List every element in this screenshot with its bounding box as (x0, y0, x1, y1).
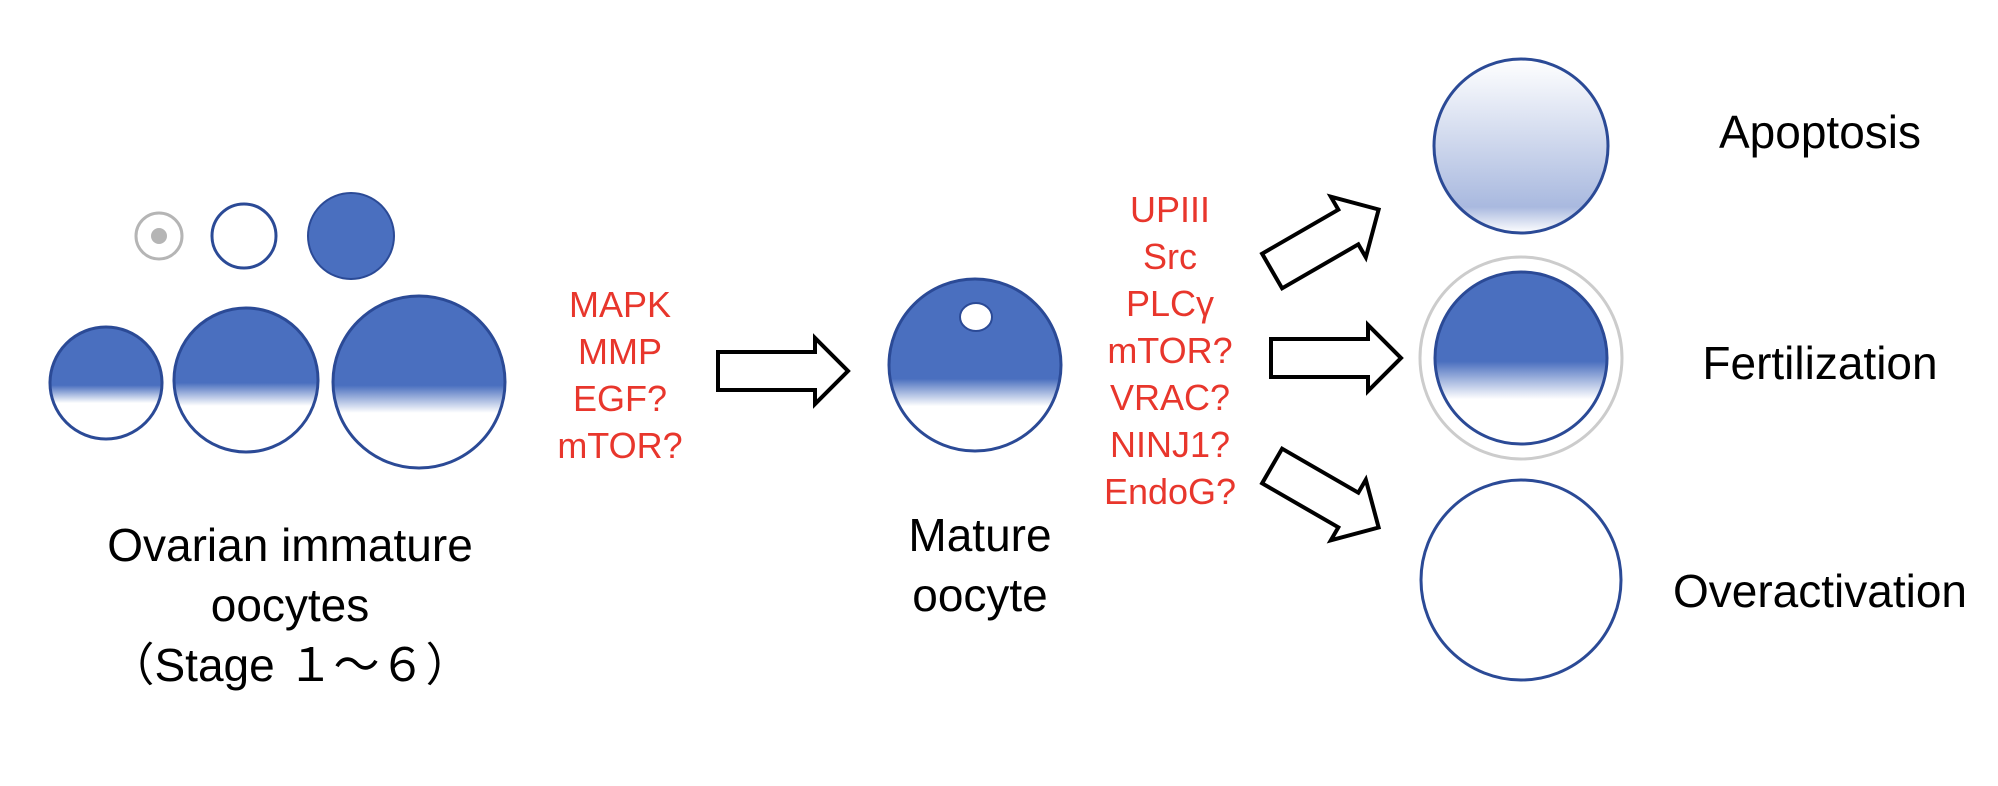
stage-5-oocyte (172, 306, 320, 454)
germinal-vesicle-spot (959, 302, 993, 332)
maturation-factor: MMP (578, 331, 662, 372)
activation-factor: VRAC? (1109, 377, 1231, 418)
stage-3-oocyte (307, 192, 395, 280)
immature-label-line-2: oocytes (210, 579, 370, 631)
apoptosis-label: Apoptosis (1718, 106, 1921, 158)
fertilized-oocyte (1433, 270, 1609, 446)
fertilized-egg (1418, 255, 1624, 461)
immature-label-line-1: Ovarian immature (107, 519, 473, 571)
mature-label-line-1: Mature (908, 509, 1052, 561)
activation-factor: mTOR? (1107, 330, 1233, 371)
stage-1-oocyte (134, 211, 184, 261)
immature-label-line-3: （Stage １～６） (108, 639, 472, 691)
activation-factor: NINJ1? (1109, 424, 1231, 465)
mature-oocyte (887, 277, 1063, 453)
stage-6-oocyte (331, 294, 507, 470)
activation-factors-list: UPIII Src PLCγ mTOR? VRAC? NINJ1? EndoG? (1080, 186, 1260, 515)
fertilization-arrow (1269, 320, 1404, 396)
mature-label-line-2: oocyte (912, 569, 1048, 621)
mature-oocyte-label: Mature oocyte (860, 505, 1100, 625)
overactivated-oocyte (1419, 478, 1623, 682)
overactivation-label: Overactivation (1672, 565, 1967, 617)
maturation-factor: MAPK (568, 284, 672, 325)
maturation-factors-list: MAPK MMP EGF? mTOR? (530, 281, 710, 469)
maturation-arrow (716, 333, 851, 409)
activation-factor: EndoG? (1103, 471, 1237, 512)
overactivation-arrow (1259, 445, 1382, 544)
apoptosis-arrow (1259, 193, 1382, 292)
maturation-factor: EGF? (572, 378, 668, 419)
activation-factor: Src (1143, 236, 1197, 277)
maturation-factor: mTOR? (557, 425, 683, 466)
fertilization-label: Fertilization (1702, 337, 1938, 389)
immature-oocytes-label: Ovarian immature oocytes （Stage １～６） (60, 515, 520, 695)
activation-factor: UPIII (1129, 189, 1210, 230)
apoptosis-oocyte (1432, 57, 1610, 235)
stage-2-oocyte (210, 202, 278, 270)
stage-4-oocyte (48, 325, 164, 441)
activation-factor: PLCγ (1125, 283, 1215, 324)
